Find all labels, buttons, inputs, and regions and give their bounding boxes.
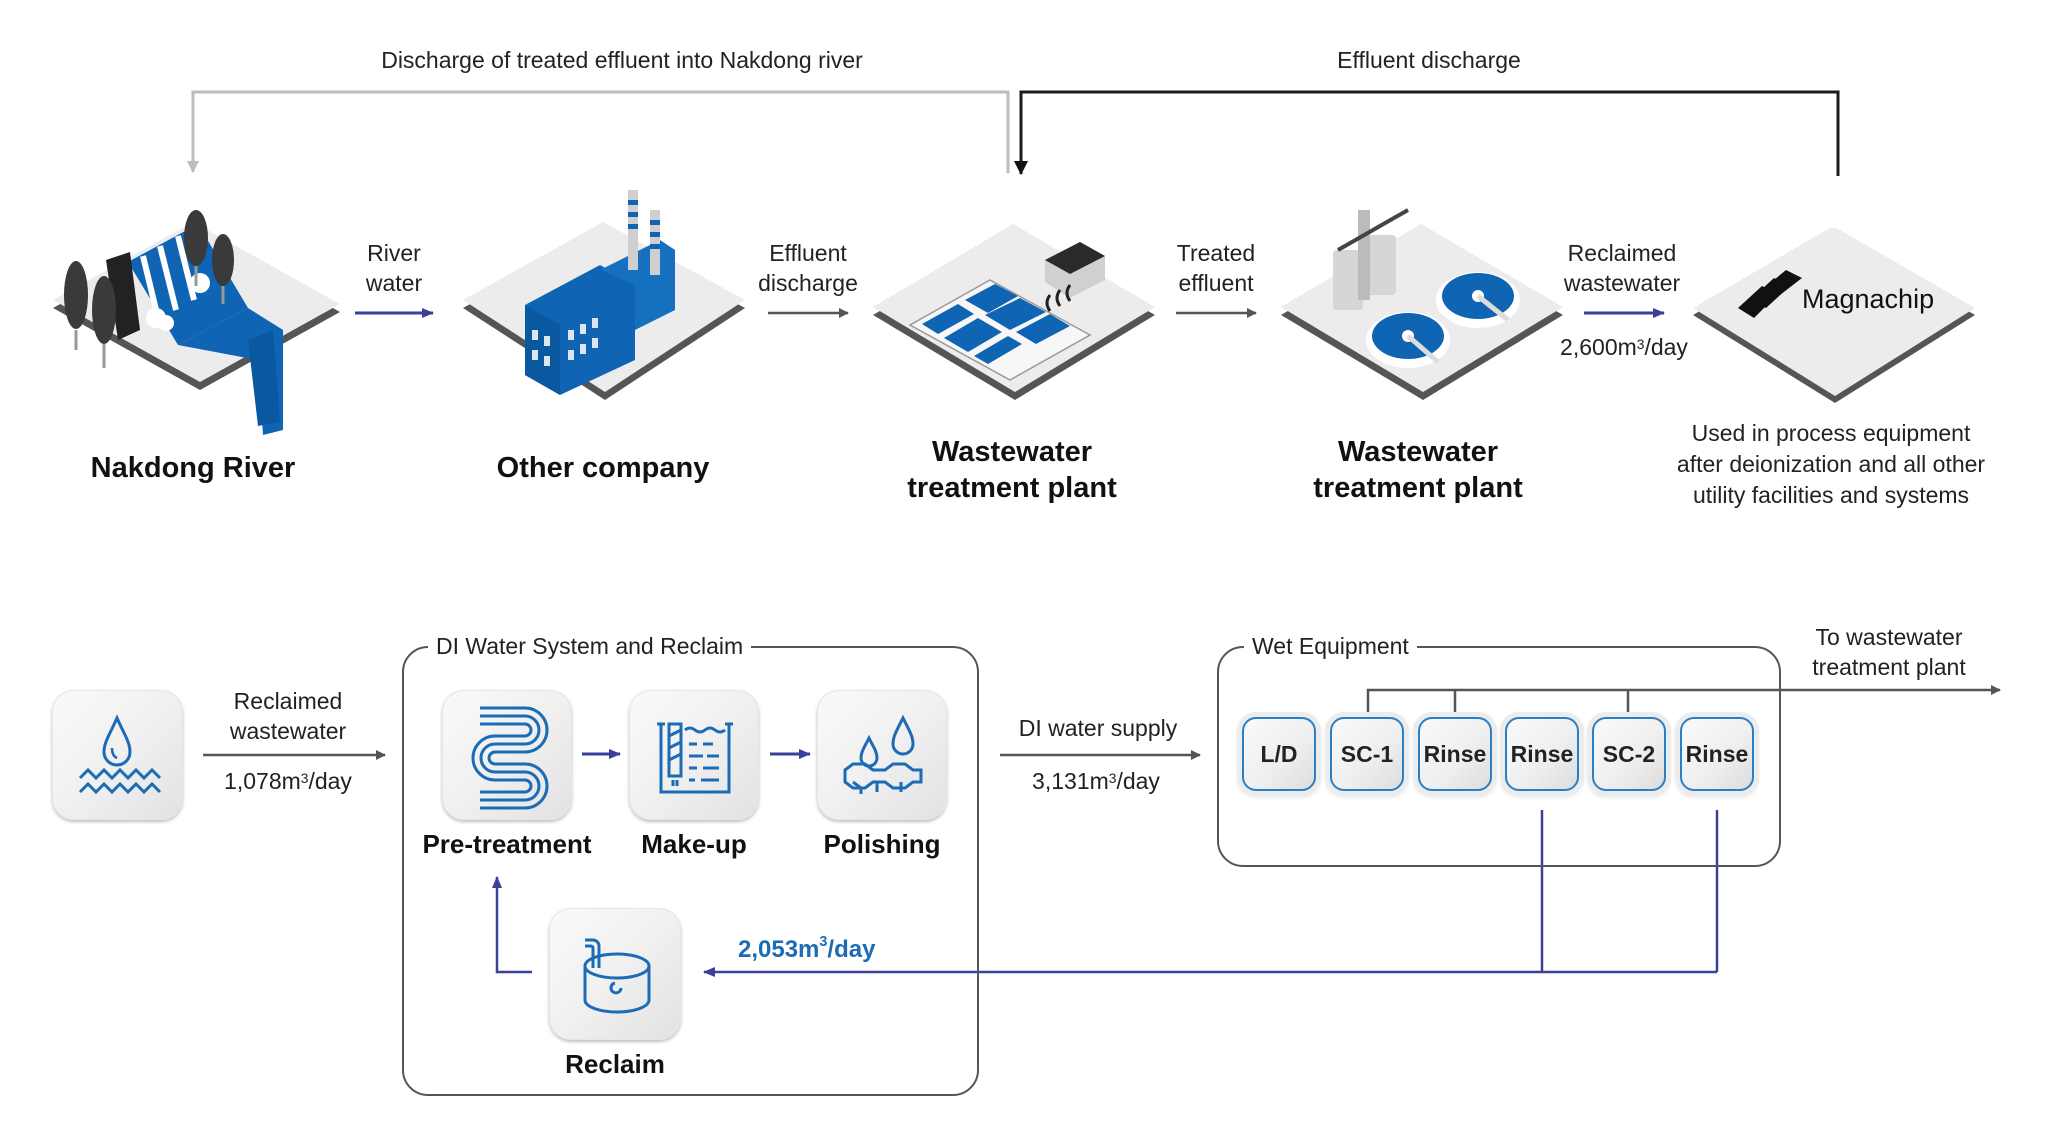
- node-title-other-company: Other company: [496, 452, 710, 484]
- equipment-unit-rinse-2[interactable]: Rinse: [1505, 717, 1579, 791]
- discharge-to-river-label: Discharge of treated effluent into Nakdo…: [381, 47, 863, 73]
- reclaimed-source-tile: [52, 690, 183, 820]
- wwtp-basins-tile: [870, 220, 1160, 420]
- magnachip-tile: Magnachip: [1690, 226, 1980, 408]
- step-reclaim-tile[interactable]: [549, 908, 681, 1040]
- reclaim-to-pretreatment-line: [492, 876, 532, 974]
- di-supply-amount: 3,131m3/day: [1032, 768, 1160, 794]
- effluent-discharge-return-line: [1014, 90, 1840, 176]
- magnachip-logo-icon: [1738, 270, 1802, 318]
- magnachip-logo-text: Magnachip: [1802, 284, 1935, 314]
- equipment-unit-rinse-1[interactable]: Rinse: [1418, 717, 1492, 791]
- magnachip-usage-note: Used in process equipment after deioniza…: [1676, 420, 1986, 508]
- equipment-unit-rinse-3[interactable]: Rinse: [1680, 717, 1754, 791]
- step-label-pretreatment: Pre-treatment: [422, 829, 592, 859]
- treatment-basins-icon: [873, 224, 1155, 400]
- step-pretreatment-tile[interactable]: [442, 690, 572, 820]
- node-title-nakdong-river: Nakdong River: [90, 452, 296, 484]
- magnachip-platform: [1693, 226, 1975, 403]
- pipe-serpentine-icon: [471, 706, 549, 810]
- factory-icon: [463, 190, 745, 400]
- wet-equipment-title: Wet Equipment: [1244, 632, 1417, 660]
- nakdong-river-tile: [48, 190, 348, 440]
- inflow-amount: 1,078m3/day: [224, 768, 352, 794]
- step-label-reclaim: Reclaim: [565, 1049, 665, 1079]
- step-label-polishing: Polishing: [823, 829, 941, 859]
- reclaim-tank-icon: [583, 938, 651, 1014]
- di-supply-label: DI water supply: [1018, 715, 1178, 741]
- resin-drops-icon: [843, 714, 923, 794]
- wet-equipment-box: [1217, 646, 1781, 867]
- equipment-unit-sc1[interactable]: SC-1: [1330, 717, 1404, 791]
- equipment-unit-sc2[interactable]: SC-2: [1592, 717, 1666, 791]
- step-polishing-tile[interactable]: [817, 690, 947, 820]
- edge-amount-2600: 2,600m3/day: [1560, 334, 1688, 360]
- effluent-discharge-top-label: Effluent discharge: [1337, 47, 1521, 73]
- clarifier-tanks-icon: [1281, 208, 1563, 400]
- river-dam-icon: [53, 210, 340, 435]
- step-label-makeup: Make-up: [641, 829, 747, 859]
- di-water-system-title: DI Water System and Reclaim: [428, 632, 752, 660]
- step-makeup-tile[interactable]: [629, 690, 759, 820]
- other-company-tile: [460, 190, 750, 420]
- equipment-unit-ld[interactable]: L/D: [1242, 717, 1316, 791]
- wwtp-clarifier-tile: [1278, 190, 1568, 420]
- water-drop-waves-icon: [78, 714, 162, 795]
- tank-filter-icon: [657, 722, 733, 794]
- discharge-to-river-line: [187, 90, 1010, 173]
- reclaim-flow-amount: 2,053m3/day: [738, 934, 876, 963]
- drain-header-line: [1366, 685, 2001, 716]
